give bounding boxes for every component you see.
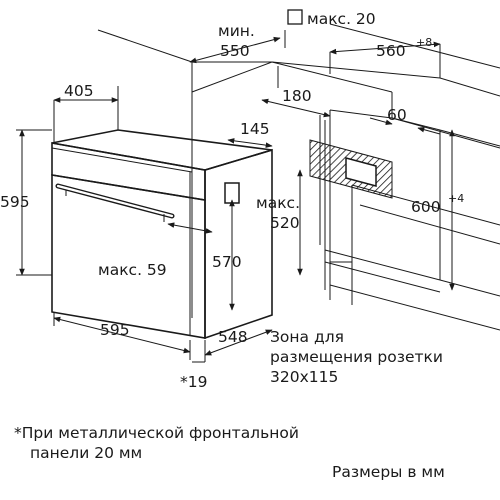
footnote-line1: *При металлической фронтальной bbox=[14, 424, 299, 442]
socket-zone-line2: размещения розетки bbox=[270, 348, 443, 366]
dimension-lines bbox=[16, 30, 455, 363]
oven bbox=[51, 129, 273, 340]
footnote-line2: панели 20 мм bbox=[30, 444, 143, 462]
height-600: 600 bbox=[411, 198, 441, 216]
star19-note: *19 bbox=[180, 373, 207, 391]
height-595: 595 bbox=[0, 193, 30, 211]
square-symbol-icon bbox=[287, 9, 303, 25]
min-value: 550 bbox=[220, 42, 250, 60]
width-560-tolerance: +8 bbox=[416, 36, 432, 49]
height-570: 570 bbox=[212, 253, 242, 271]
max520-value: 520 bbox=[270, 214, 300, 232]
cabinet-niche bbox=[97, 23, 500, 331]
depth-548: 548 bbox=[218, 328, 248, 346]
socket-zone bbox=[309, 139, 393, 199]
height-600-tolerance: +4 bbox=[448, 192, 464, 205]
gap-60: 60 bbox=[387, 106, 407, 124]
socket-zone-line3: 320x115 bbox=[270, 368, 339, 386]
width-560: 560 bbox=[376, 42, 406, 60]
width-595: 595 bbox=[100, 321, 130, 339]
max59-label: макс. 59 bbox=[98, 261, 167, 279]
oven-handle bbox=[55, 183, 175, 222]
min-label: мин. bbox=[218, 22, 255, 40]
socket-zone-line1: Зона для bbox=[270, 328, 344, 346]
max520-label: макс. bbox=[256, 194, 300, 212]
depth-180: 180 bbox=[282, 87, 312, 105]
depth-145: 145 bbox=[240, 120, 270, 138]
units-note: Размеры в мм bbox=[332, 463, 445, 481]
depth-405: 405 bbox=[64, 82, 94, 100]
max20-label: макс. 20 bbox=[307, 10, 376, 28]
